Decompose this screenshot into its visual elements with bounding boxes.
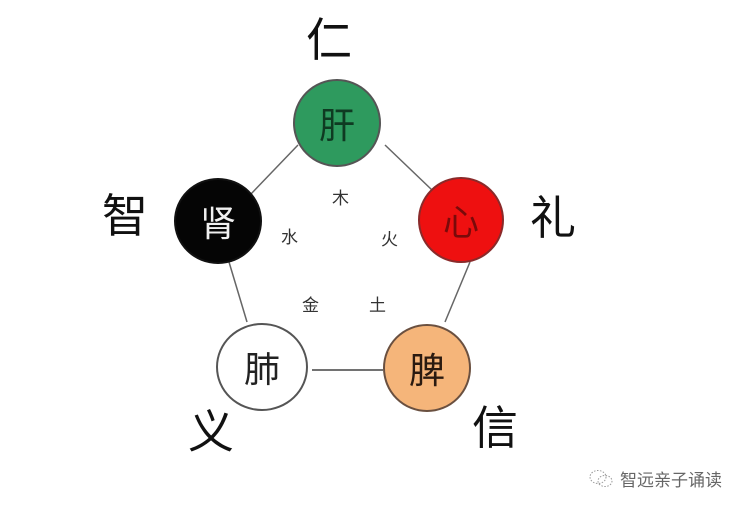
virtue-zhi: 智 bbox=[102, 189, 148, 243]
virtue-li: 礼 bbox=[530, 191, 576, 245]
node-lung: 肺 bbox=[216, 323, 308, 411]
edge-heart-spleen bbox=[444, 261, 471, 323]
node-spleen: 脾 bbox=[383, 324, 471, 412]
watermark-text: 智远亲子诵读 bbox=[620, 471, 722, 491]
node-heart: 心 bbox=[418, 177, 504, 263]
virtue-xin: 信 bbox=[472, 401, 518, 455]
edge-liver-heart bbox=[384, 144, 433, 191]
virtue-ren: 仁 bbox=[306, 13, 352, 67]
virtue-yi: 义 bbox=[188, 405, 234, 459]
element-water: 水 bbox=[281, 228, 298, 248]
node-liver: 肝 bbox=[293, 79, 381, 167]
node-liver-label: 肝 bbox=[318, 106, 355, 147]
edge-liver-kidney bbox=[249, 144, 299, 196]
element-wood: 木 bbox=[332, 189, 349, 209]
node-kidney-label: 肾 bbox=[199, 204, 236, 245]
node-spleen-label: 脾 bbox=[408, 351, 445, 392]
node-lung-label: 肺 bbox=[243, 350, 280, 391]
element-earth: 土 bbox=[369, 296, 386, 316]
node-heart-label: 心 bbox=[442, 203, 479, 244]
watermark: 智远亲子诵读 bbox=[588, 466, 722, 491]
wechat-chat-icon bbox=[589, 469, 613, 487]
element-metal: 金 bbox=[302, 296, 319, 316]
node-kidney: 肾 bbox=[174, 178, 262, 264]
edge-kidney-lung bbox=[228, 261, 248, 323]
element-fire: 火 bbox=[381, 230, 398, 250]
